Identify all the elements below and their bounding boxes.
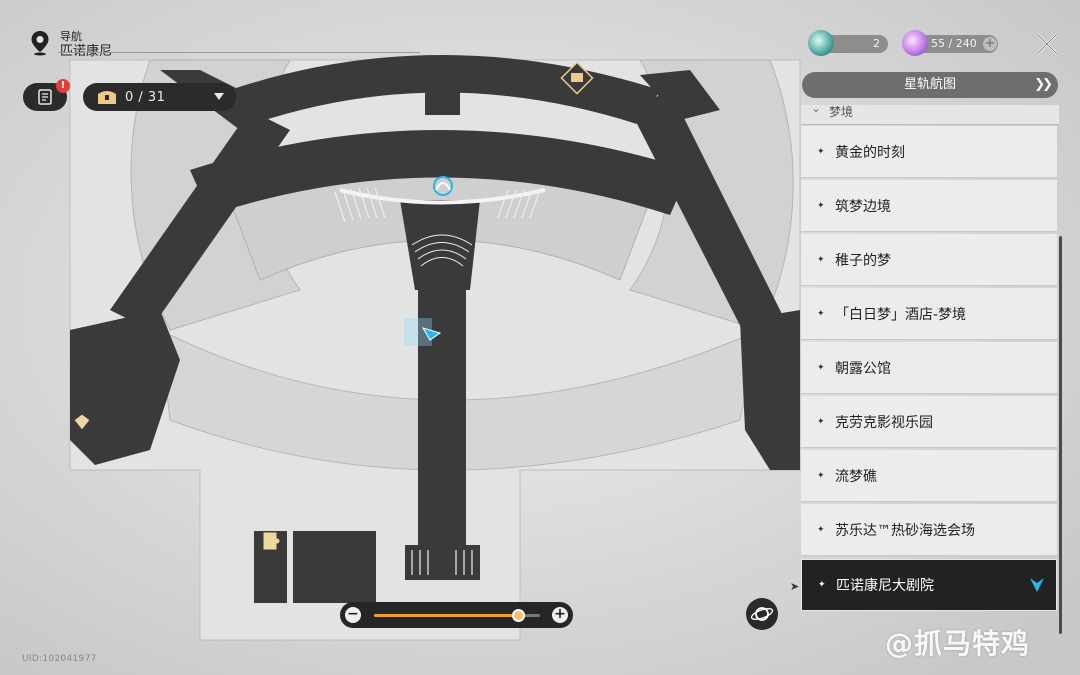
section-header[interactable]: ⌄ 梦境 [801,105,1059,125]
area-label: 黄金的时刻 [835,144,905,161]
list-item-area[interactable]: ✦ 苏乐达™热砂海选会场 [801,504,1057,556]
zoom-control: − + [340,602,573,628]
list-item-area-selected[interactable]: ✦ 匹诺康尼大剧院 [801,559,1057,611]
star-icon: ✦ [817,254,825,265]
zoom-slider-thumb[interactable] [512,609,526,622]
list-item-area[interactable]: ✦ 朝露公馆 [801,342,1057,394]
primary-resource-value: 2 [873,37,880,50]
star-icon: ✦ [817,146,825,157]
area-label: 筑梦边境 [835,198,891,215]
treasure-marker-icon[interactable] [560,61,594,95]
star-icon: ✦ [817,524,825,535]
player-position-icon [404,318,442,346]
stamina-pill[interactable]: 55 / 240 [912,35,998,53]
treasure-filter-dropdown[interactable]: 0 / 31 [83,83,236,111]
area-label: 匹诺康尼大剧院 [836,578,934,594]
list-item-area[interactable]: ✦ 「白日梦」酒店-梦境 [801,288,1057,340]
star-icon: ✦ [817,362,825,373]
list-item-area[interactable]: ✦ 流梦礁 [801,450,1057,502]
area-list-panel[interactable]: ⌄ 梦境 ✦ 黄金的时刻 ✦ 筑梦边境 ✦ 稚子的梦 ✦ 「白日梦」酒店-梦境 … [801,105,1062,635]
area-label: 克劳克影视乐园 [835,414,933,431]
list-item-area[interactable]: ✦ 克劳克影视乐园 [801,396,1057,448]
double-chevron-right-icon: ❯❯ [1034,77,1053,92]
treasure-chest-icon [98,91,116,104]
area-label: 朝露公馆 [835,360,891,377]
stamina-value: 55 / 240 [931,37,977,50]
teleport-marker-icon[interactable] [433,176,453,196]
trailblaze-power-icon [902,30,928,56]
reserved-power-icon [808,30,834,56]
list-item-area[interactable]: ✦ 黄金的时刻 [801,126,1057,178]
area-label: 稚子的梦 [835,252,891,269]
watermark: @抓马特鸡 [885,627,1031,660]
area-label: 苏乐达™热砂海选会场 [835,522,975,539]
zoom-out-button[interactable]: − [345,607,361,623]
planet-icon [750,607,774,621]
current-location-arrow-icon [1030,578,1044,592]
puzzle-marker-icon[interactable] [262,531,281,551]
puzzle-marker-left-icon[interactable] [73,413,91,431]
current-location: 匹诺康尼 [60,44,113,59]
header-divider [58,52,420,53]
selection-pointer-icon: ➤ [790,580,800,593]
alert-badge: ! [56,79,70,93]
chevron-down-icon: ⌄ [811,105,822,115]
nav-title: 导航 [60,30,82,43]
list-item-area[interactable]: ✦ 筑梦边境 [801,180,1057,232]
star-rail-map-button[interactable]: 星轨航图 ❯❯ [802,72,1058,98]
map-pin-icon [31,31,49,56]
section-label: 梦境 [829,105,854,119]
zoom-slider-fill [374,614,519,617]
star-rail-map-label: 星轨航图 [903,77,956,92]
list-item-area[interactable]: ✦ 稚子的梦 [801,234,1057,286]
primary-resource-pill[interactable]: 2 [820,35,888,53]
star-icon: ✦ [817,416,825,427]
list-scrollbar[interactable] [1059,236,1062,634]
zoom-slider[interactable] [374,609,540,622]
star-icon: ✦ [817,308,825,319]
add-stamina-button[interactable]: + [983,36,997,51]
area-label: 「白日梦」酒店-梦境 [835,306,967,323]
planet-switch-button[interactable] [746,598,778,630]
caret-down-icon [214,93,224,100]
user-id: UID:102041977 [22,654,97,664]
area-label: 流梦礁 [835,468,877,485]
treasure-count: 0 / 31 [125,89,166,105]
navigation-header: 导航 匹诺康尼 [30,30,112,61]
document-icon [38,89,52,105]
star-icon: ✦ [817,200,825,211]
zoom-in-button[interactable]: + [552,607,568,623]
star-icon: ✦ [817,470,825,481]
star-icon: ✦ [818,580,826,590]
close-icon[interactable] [1034,31,1060,57]
